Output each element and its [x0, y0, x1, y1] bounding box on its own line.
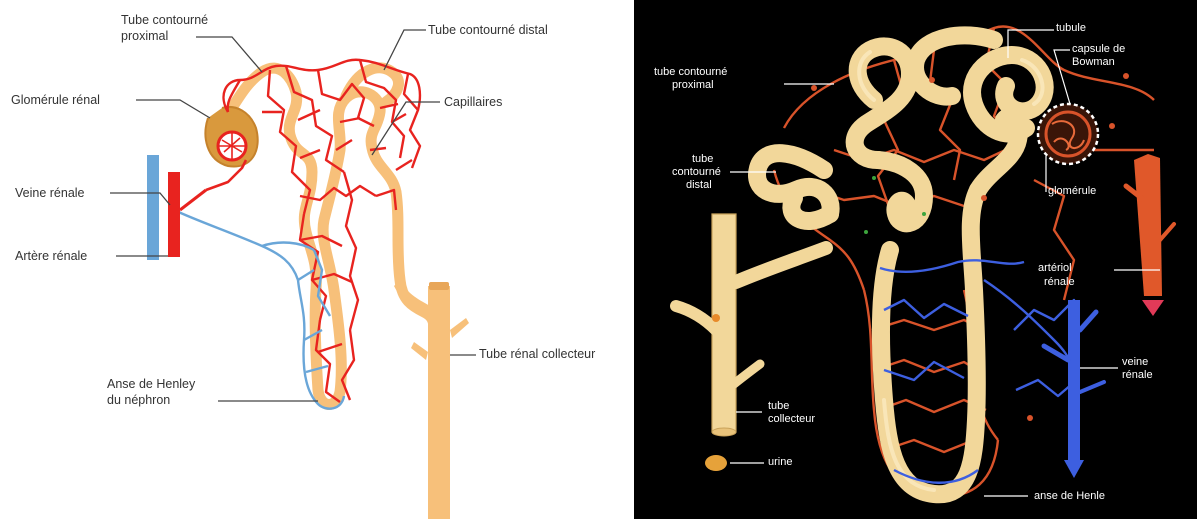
right-arteriole: [1126, 154, 1174, 316]
label-distal-line2: contourné: [672, 166, 721, 179]
right-renal-vein: [1044, 300, 1104, 478]
collecting-duct: [394, 280, 469, 519]
label-distal-line3: distal: [686, 179, 712, 192]
renal-vessels: [147, 155, 206, 260]
label-collecteur-line1: tube: [768, 400, 789, 413]
label-tube-collecteur: Tube rénal collecteur: [479, 346, 595, 362]
label-collecteur-line2: collecteur: [768, 413, 815, 426]
label-artere-renale: Artère rénale: [15, 248, 87, 264]
left-nephron-illustration: [0, 0, 634, 519]
label-arteriole-line1: artériol: [1038, 262, 1072, 275]
label-arteriole-line2: rénale: [1044, 276, 1075, 289]
label-glomerule: Glomérule rénal: [11, 92, 100, 108]
label-tubule: tubule: [1056, 22, 1086, 35]
label-veine-line2: rénale: [1122, 369, 1153, 382]
label-capillaires: Capillaires: [444, 94, 502, 110]
urine-drop: [705, 455, 727, 471]
label-capsule-line2: Bowman: [1072, 56, 1115, 69]
left-nephron-diagram: Tube contourné proximal Tube contourné d…: [0, 0, 634, 519]
label-glomerule-right: glomérule: [1048, 185, 1096, 198]
label-distal-line1: tube: [692, 153, 713, 166]
renal-artery-vessel: [168, 172, 180, 257]
nephron-tubule: [232, 68, 434, 405]
label-proximal-line1: tube contourné: [654, 66, 727, 79]
right-nephron-diagram: tubule capsule de Bowman tube contourné …: [634, 0, 1197, 519]
label-tube-proximal-line2: proximal: [121, 28, 168, 44]
label-veine-line1: veine: [1122, 356, 1148, 369]
renal-vein-vessel: [147, 155, 159, 260]
label-veine-renale: Veine rénale: [15, 185, 85, 201]
label-capsule-line1: capsule de: [1072, 43, 1125, 56]
right-bowman-capsule: [1038, 104, 1098, 164]
label-tube-proximal-line1: Tube contourné: [121, 12, 208, 28]
label-anse-line1: Anse de Henley: [107, 376, 195, 392]
label-proximal-line2: proximal: [672, 79, 714, 92]
label-anse-line2: du néphron: [107, 392, 170, 408]
label-anse-henle: anse de Henle: [1034, 490, 1105, 503]
label-urine: urine: [768, 456, 792, 469]
right-collecting-duct: [676, 214, 826, 436]
glomerule-capsule: [205, 107, 257, 167]
label-tube-distal: Tube contourné distal: [428, 22, 548, 38]
